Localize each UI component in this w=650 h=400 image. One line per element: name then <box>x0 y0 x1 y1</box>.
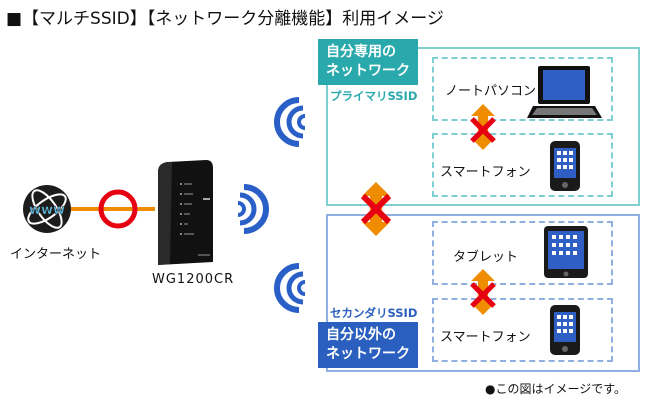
secondary-tag-line2: ネットワーク <box>326 346 410 362</box>
laptop-icon <box>527 66 602 118</box>
secondary-wifi-icon <box>277 266 305 310</box>
secondary-device-box-tablet <box>432 221 613 285</box>
image-note: ●この図はイメージです。 <box>485 382 627 396</box>
secondary-device-box-smartphone <box>432 298 613 362</box>
primary-tag-line2: ネットワーク <box>326 63 410 79</box>
smartphone-label-secondary: スマートフォン <box>440 330 531 345</box>
tablet-label: タブレット <box>453 250 519 265</box>
secondary-network-tag: 自分以外の ネットワーク <box>318 322 418 368</box>
internet-globe-icon: www <box>23 185 71 233</box>
secondary-tag-line1: 自分以外の <box>326 327 396 343</box>
secondary-ssid-label: セカンダリSSID <box>330 306 418 320</box>
primary-network-box <box>326 47 640 206</box>
primary-ssid-label: プライマリSSID <box>330 89 418 103</box>
diagram-title: ■【マルチSSID】【ネットワーク分離機能】利用イメージ <box>6 9 444 29</box>
smartphone-icon-primary <box>550 141 580 191</box>
smartphone-icon-secondary <box>550 305 580 355</box>
router-icon <box>158 160 213 265</box>
smartphone-label-primary: スマートフォン <box>440 165 531 180</box>
allowed-circle-icon <box>98 189 138 229</box>
globe-www-text: www <box>29 203 65 218</box>
primary-device-box-laptop <box>432 57 613 121</box>
internet-label: インターネット <box>10 247 102 262</box>
router-model-label: WG1200CR <box>152 272 235 287</box>
router-wifi-icon <box>238 187 266 231</box>
primary-wifi-icon <box>277 100 305 144</box>
primary-network-tag: 自分専用の ネットワーク <box>318 39 418 85</box>
tablet-icon <box>544 226 588 278</box>
primary-tag-line1: 自分専用の <box>326 44 396 60</box>
secondary-network-box <box>326 214 640 372</box>
primary-device-box-smartphone <box>432 133 613 197</box>
laptop-label: ノートパソコン <box>445 84 537 99</box>
